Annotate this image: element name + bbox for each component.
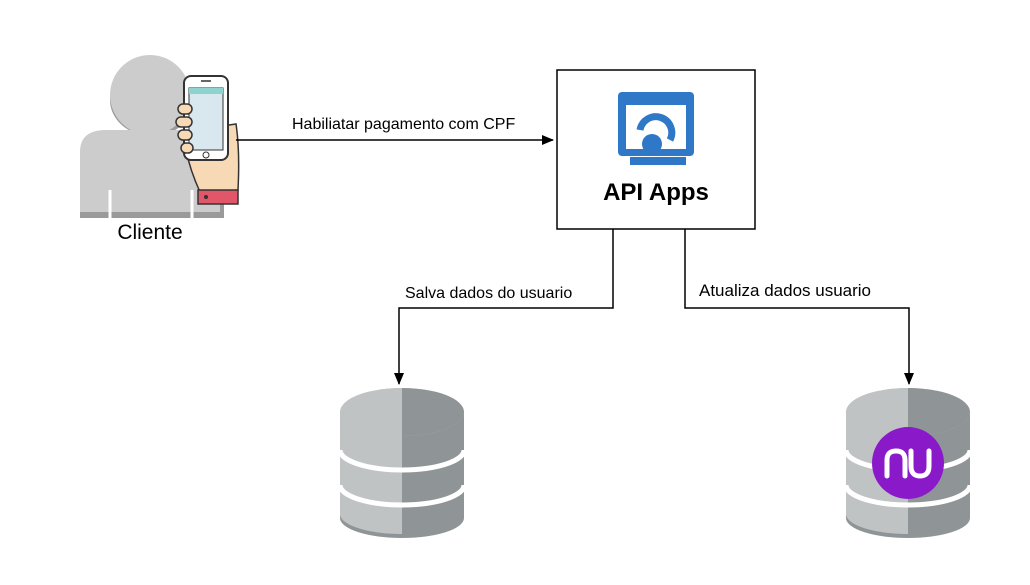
edge-label-api-to-db-right: Atualiza dados usuario bbox=[699, 281, 871, 300]
edge-client-to-api: Habiliatar pagamento com CPF bbox=[236, 116, 554, 145]
edge-line bbox=[394, 229, 614, 385]
database-icon bbox=[337, 388, 467, 538]
api-apps-icon bbox=[618, 92, 694, 165]
user-with-phone-icon bbox=[80, 55, 240, 218]
api-apps-node[interactable]: API Apps bbox=[556, 69, 756, 230]
api-apps-label: API Apps bbox=[603, 179, 709, 206]
client-node[interactable]: Cliente bbox=[80, 55, 240, 244]
client-label: Cliente bbox=[117, 221, 182, 244]
edge-label-api-to-db-left: Salva dados do usuario bbox=[405, 285, 572, 302]
edge-api-to-db-left: Salva dados do usuario bbox=[394, 229, 614, 385]
edge-api-to-db-right: Atualiza dados usuario bbox=[684, 229, 914, 385]
edge-label-client-to-api: Habiliatar pagamento com CPF bbox=[292, 116, 515, 133]
database-right-node[interactable] bbox=[843, 388, 973, 538]
nubank-logo-icon bbox=[872, 427, 944, 499]
database-left-node[interactable] bbox=[337, 388, 467, 538]
edge-line bbox=[684, 229, 914, 385]
